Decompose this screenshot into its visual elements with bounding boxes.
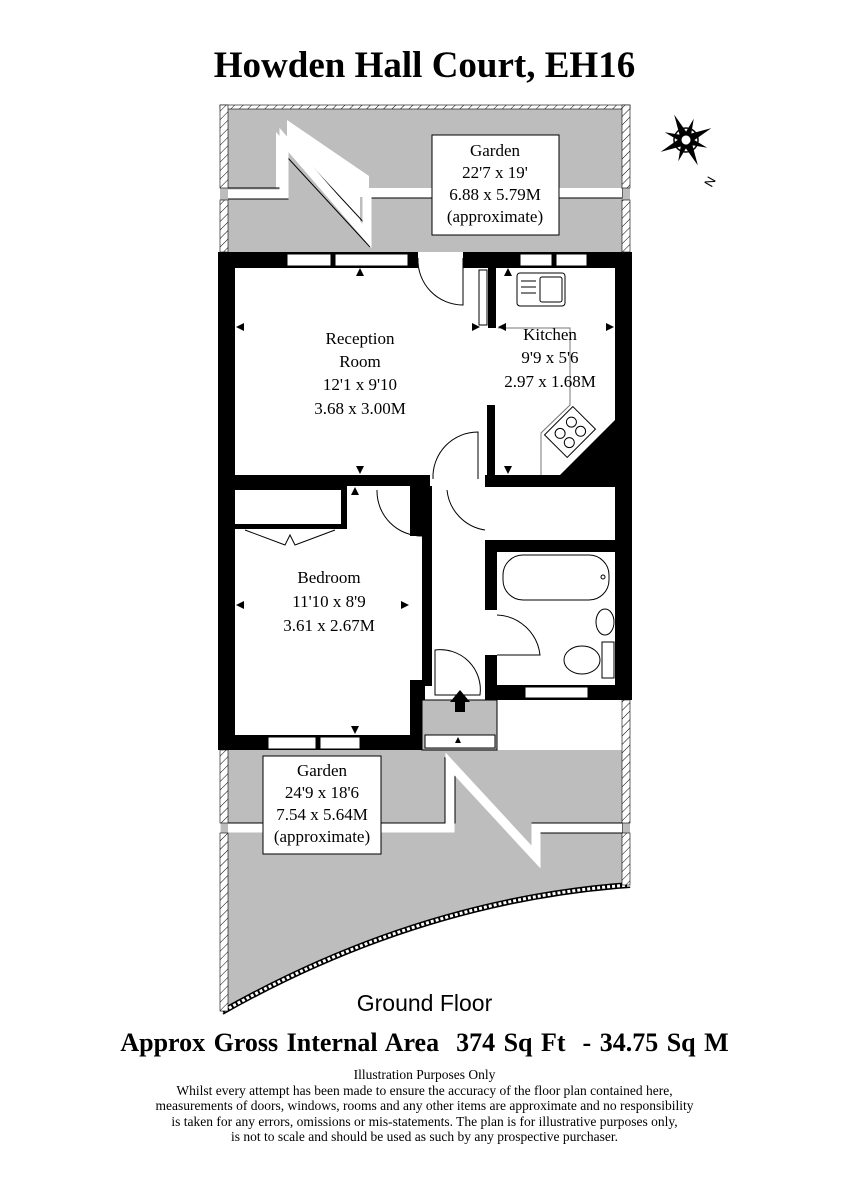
room-name: Room (339, 352, 381, 371)
room-kitchen: Kitchen 9'9 x 5'6 2.97 x 1.68M (504, 325, 596, 391)
floor-label: Ground Floor (356, 990, 493, 1016)
toilet-icon (563, 645, 601, 675)
garden-label-box (431, 134, 560, 236)
front-garden: Garden 24'9 x 18'6 7.54 x 5.64M (approxi… (219, 699, 631, 1015)
hob-icon (543, 405, 597, 459)
room-name: Kitchen (523, 325, 577, 344)
room-metric: 3.61 x 2.67M (283, 616, 375, 635)
page-title: Howden Hall Court, EH16 (213, 45, 636, 86)
room-reception: Reception Room 12'1 x 9'10 3.68 x 3.00M (314, 329, 406, 418)
bath-icon (502, 554, 610, 601)
room-imperial: 11'10 x 8'9 (292, 592, 366, 611)
measure-arrows (236, 268, 614, 743)
gross-area-label: Approx Gross Internal Area 374 Sq Ft - 3… (120, 1028, 729, 1057)
disclaimer-line: measurements of doors, windows, rooms an… (155, 1098, 694, 1113)
room-name: Bedroom (297, 568, 360, 587)
garden-name: Garden (470, 141, 521, 160)
fixtures (498, 272, 615, 679)
north-label: N (701, 174, 719, 190)
disclaimer-line: is taken for any errors, omissions or mi… (171, 1113, 678, 1129)
room-metric: 2.97 x 1.68M (504, 372, 596, 391)
room-name: Reception (326, 329, 395, 348)
disclaimer-heading: Illustration Purposes Only (353, 1067, 496, 1082)
entrance-arrow-icon (450, 690, 470, 712)
room-imperial: 12'1 x 9'10 (323, 375, 397, 394)
basin-icon (595, 608, 615, 636)
room-metric: 3.68 x 3.00M (314, 399, 406, 418)
room-imperial: 9'9 x 5'6 (521, 348, 578, 367)
garden-note: (approximate) (274, 827, 370, 846)
garden-note: (approximate) (447, 207, 543, 226)
rear-garden: Garden 22'7 x 19' 6.88 x 5.79M (approxim… (219, 104, 631, 253)
garden-metric: 6.88 x 5.79M (449, 185, 541, 204)
garden-imperial: 22'7 x 19' (462, 163, 528, 182)
garden-name: Garden (297, 761, 348, 780)
disclaimer-line: Whilst every attempt has been made to en… (176, 1082, 673, 1098)
room-bedroom: Bedroom 11'10 x 8'9 3.61 x 2.67M (283, 568, 375, 635)
garden-label-box (262, 755, 382, 855)
compass-rose-icon (660, 114, 712, 166)
doors (244, 252, 541, 696)
garden-metric: 7.54 x 5.64M (276, 805, 368, 824)
disclaimer-line: is not to scale and should be used as su… (231, 1129, 618, 1144)
garden-imperial: 24'9 x 18'6 (285, 783, 359, 802)
disclaimer: Illustration Purposes Only Whilst every … (0, 1067, 849, 1145)
